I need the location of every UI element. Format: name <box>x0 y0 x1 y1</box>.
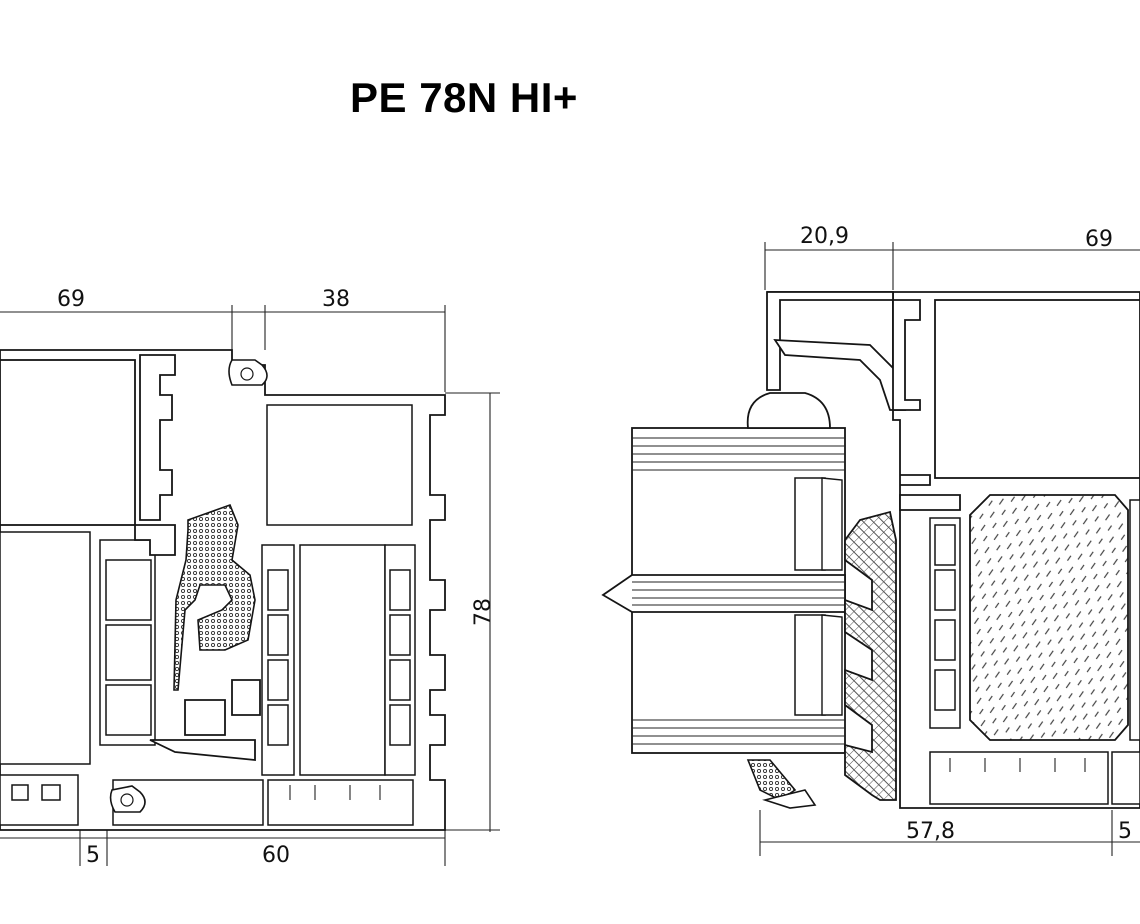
right-top-glazing-gasket <box>746 392 831 429</box>
left-section: 69 38 78 5 60 <box>0 287 500 868</box>
right-glazing-unit <box>601 427 846 754</box>
right-stepped-insulation-gasket <box>844 510 897 801</box>
right-bottom-seal-gasket <box>762 789 817 809</box>
left-gaskets <box>109 359 268 813</box>
dim-bottom-60: 60 <box>262 843 290 868</box>
dim-top-right-69: 69 <box>1085 227 1113 252</box>
right-dimension-lines <box>759 242 1140 856</box>
left-frame-profile <box>0 349 446 831</box>
page-title: PE 78N HI+ <box>350 74 578 121</box>
dim-bottom-5: 5 <box>86 843 100 868</box>
dim-top-left-20-9: 20,9 <box>800 224 849 249</box>
left-thermal-insulation <box>173 503 256 691</box>
dim-height-78: 78 <box>471 598 496 626</box>
dim-bottom-5-right: 5 <box>1118 819 1132 844</box>
dim-bottom-57-8: 57,8 <box>906 819 955 844</box>
dim-top-right-38: 38 <box>322 287 350 312</box>
dim-top-left-69: 69 <box>57 287 85 312</box>
right-frame-profile <box>766 291 1140 809</box>
right-section: 20,9 69 57,8 5 <box>601 224 1140 856</box>
